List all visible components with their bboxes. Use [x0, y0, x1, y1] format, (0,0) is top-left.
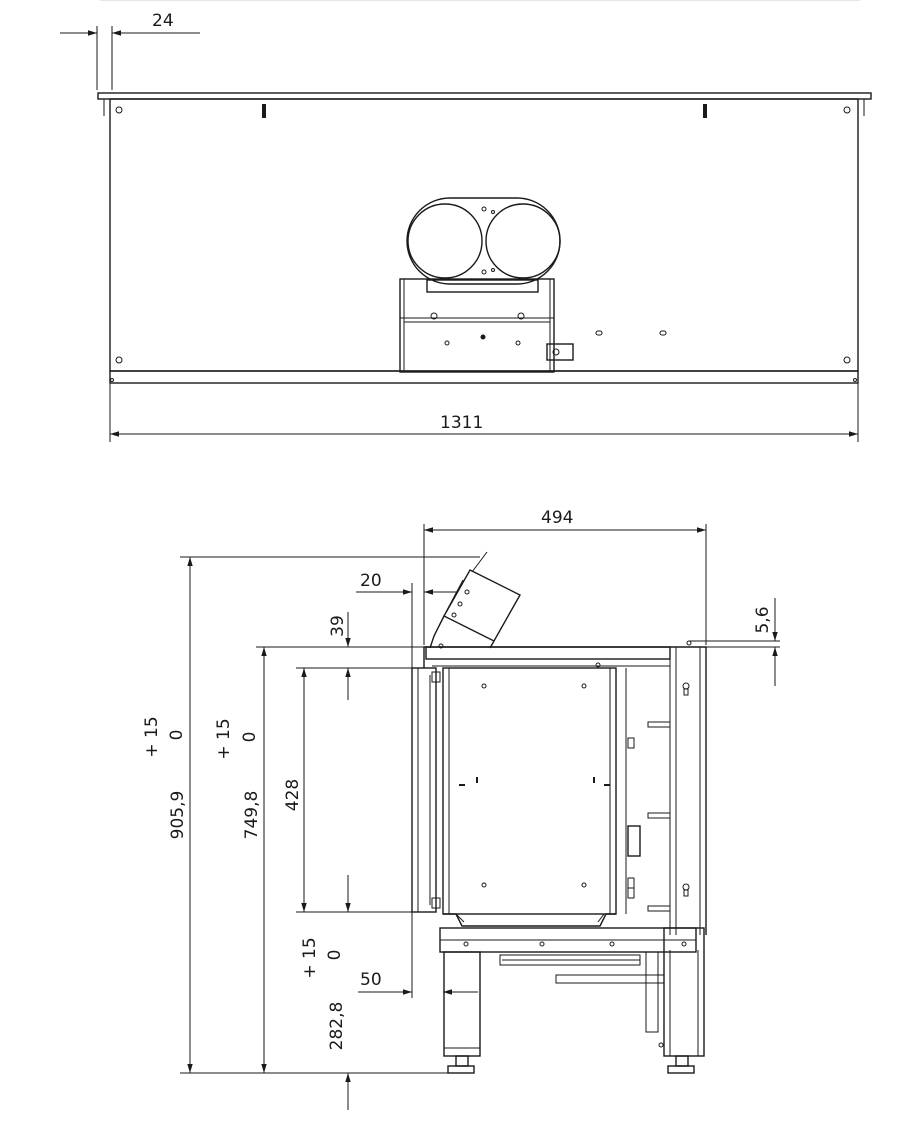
dim-total-tol-plus: + 15	[142, 716, 162, 757]
dim-leg-height-label: 282,8	[327, 1002, 347, 1051]
dim-leg-tol-plus: + 15	[300, 937, 320, 978]
dimension-body-height: 749,8 + 15 0	[214, 647, 267, 1073]
dim-total-height-label: 905,9	[168, 791, 188, 840]
dimension-glass-height: 428	[283, 668, 412, 913]
dimension-depth: 494	[423, 508, 707, 645]
top-view: 24	[60, 0, 872, 442]
flue-pipe-side	[429, 551, 521, 649]
dim-glass-height-label: 428	[283, 779, 303, 811]
stove-base-side	[439, 927, 705, 1074]
side-view: 494 20 5,6 39	[142, 508, 780, 1110]
burner-box	[399, 278, 574, 373]
dimension-leg-height: 282,8 + 15 0	[300, 875, 351, 1110]
dim-leg-tol-zero: 0	[325, 950, 345, 961]
dimension-overhang: 24	[60, 11, 200, 90]
dim-width-label: 1311	[440, 413, 483, 433]
dim-top-step-label: 39	[328, 615, 348, 637]
dimension-top-step: 39	[256, 612, 424, 700]
dim-overhang-label: 24	[152, 11, 174, 31]
dim-top-gap-label: 5,6	[753, 606, 773, 633]
stove-body-side	[411, 640, 707, 935]
dim-front-offset-label: 50	[360, 970, 382, 990]
dimension-front-offset: 50	[358, 912, 478, 998]
dimension-flue-offset: 20	[356, 571, 460, 668]
dimension-width: 1311	[109, 383, 859, 442]
flue-connector	[406, 197, 561, 293]
dim-body-tol-plus: + 15	[214, 718, 234, 759]
dim-total-tol-zero: 0	[167, 730, 187, 741]
dim-flue-offset-label: 20	[360, 571, 382, 591]
dim-body-tol-zero: 0	[240, 732, 260, 743]
dimension-top-gap: 5,6	[690, 598, 780, 686]
dim-body-height-label: 749,8	[242, 791, 262, 840]
housing-front	[97, 92, 872, 384]
dimension-total-height: 905,9 + 15 0	[142, 556, 480, 1074]
dim-depth-label: 494	[541, 508, 573, 528]
